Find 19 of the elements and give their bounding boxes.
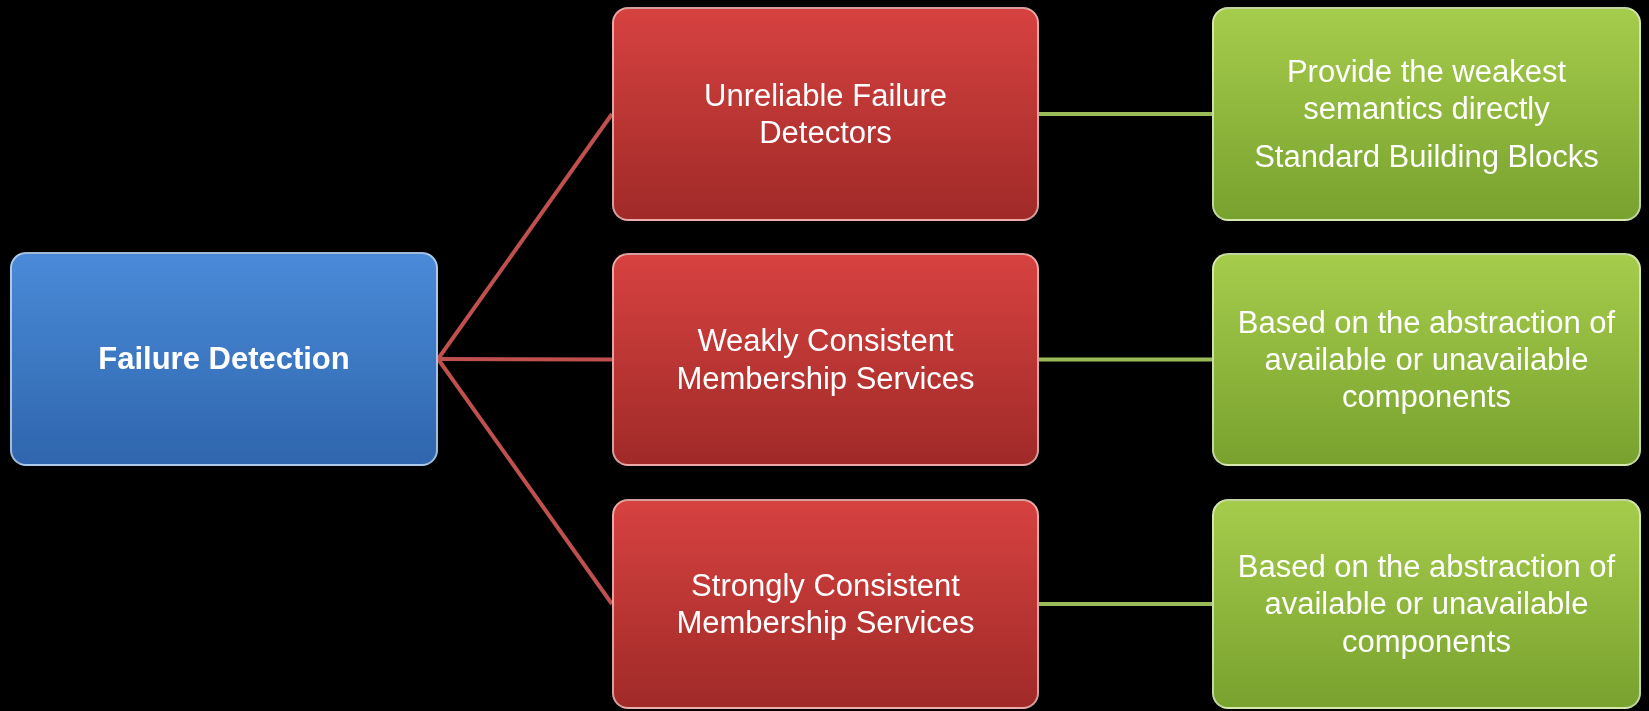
box-text: Based on the abstraction of available or unavailable components (1236, 548, 1617, 660)
description-box (1212, 7, 1641, 221)
connector-line (1039, 112, 1212, 116)
connector-line (438, 357, 612, 362)
connector-line (1039, 602, 1212, 606)
box-text: Provide the weakest semantics directly (1285, 53, 1568, 128)
box-text: Failure Detection (98, 340, 350, 378)
box-text: Strongly Consistent Membership Services (675, 566, 976, 642)
box-text: Based on the abstraction of available or unavailable components (1236, 303, 1617, 416)
category-box (612, 7, 1039, 221)
connector-line (1039, 357, 1212, 362)
box-text: Standard Building Blocks (1254, 137, 1599, 175)
category-box (612, 253, 1039, 466)
description-box (1212, 499, 1641, 709)
box-text: Unreliable Failure Detectors (703, 76, 948, 152)
description-box (1212, 253, 1641, 466)
box-text: Weakly Consistent Membership Services (675, 322, 976, 397)
category-box (612, 499, 1039, 709)
root-box (10, 252, 438, 466)
